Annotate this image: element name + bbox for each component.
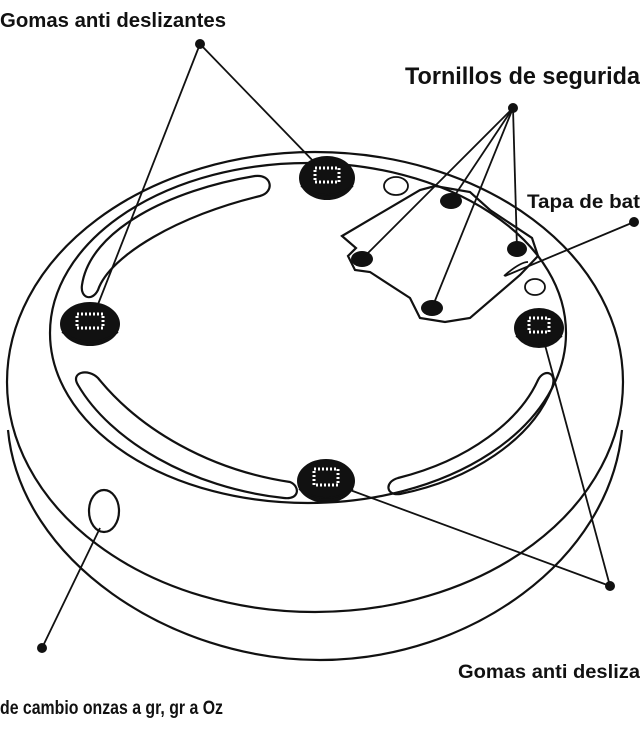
label-feet-top: Gomas anti deslizantes: [0, 10, 226, 32]
slots: [75, 174, 555, 500]
rubber-foot: [299, 156, 355, 200]
rubber-foot: [60, 302, 120, 346]
rubber-foot: [297, 459, 355, 503]
label-feet-bottom: Gomas anti desliza: [458, 662, 640, 683]
rubber-feet: [60, 156, 564, 503]
leader-lines: [37, 39, 639, 653]
label-screws: Tornillos de segurida: [405, 63, 640, 90]
rubber-foot: [514, 308, 564, 348]
scale-body: [5, 150, 625, 662]
unit-button: [87, 488, 121, 534]
security-screws: [351, 193, 527, 316]
label-battery-cover: Tapa de bat: [527, 192, 640, 213]
label-unit-button: de cambio onzas a gr, gr a Oz: [0, 698, 223, 719]
